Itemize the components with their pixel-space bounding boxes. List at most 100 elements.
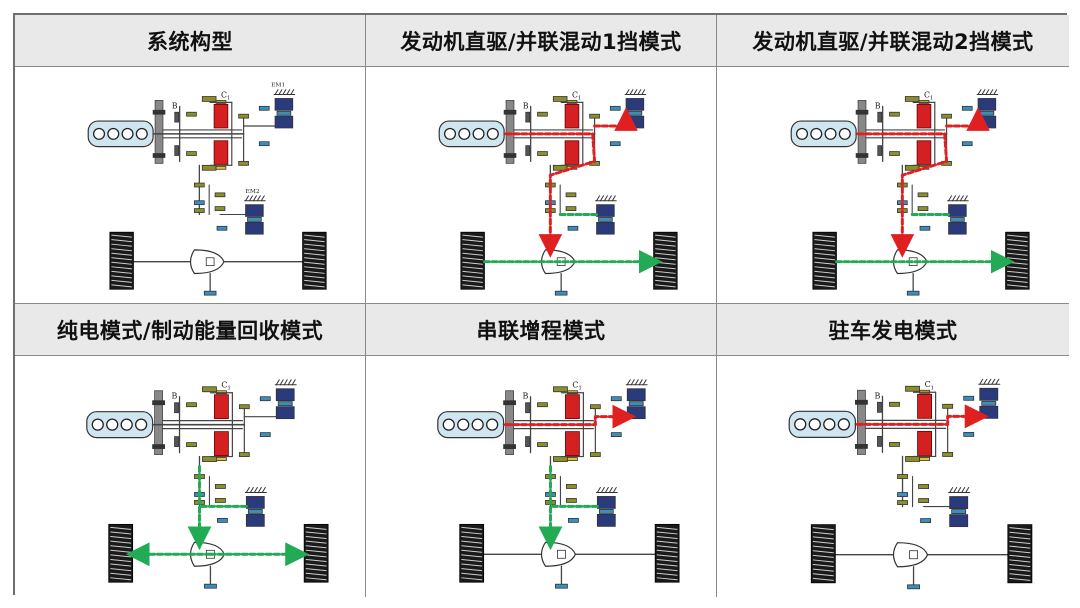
gear-olive xyxy=(238,452,250,457)
gear-olive xyxy=(904,96,920,102)
tire-tread xyxy=(304,243,325,247)
tire-tread xyxy=(111,239,132,243)
ground-hatch xyxy=(629,89,634,96)
clutch-c1-upper xyxy=(916,103,932,129)
ground-hatch xyxy=(630,379,635,386)
gear-blue xyxy=(259,396,271,402)
engine-cylinder xyxy=(92,127,106,140)
tire-tread xyxy=(656,558,678,562)
motor-stator xyxy=(977,115,997,129)
clutch-c1-lower xyxy=(564,140,580,165)
gear-blue xyxy=(920,518,932,524)
damper-spring xyxy=(503,153,517,158)
motor-em2 xyxy=(244,486,267,527)
tire-tread xyxy=(462,252,483,256)
gear-olive xyxy=(201,96,217,102)
ground-hatch xyxy=(634,379,639,386)
gear-olive xyxy=(214,192,226,198)
tire-tread xyxy=(111,243,132,247)
ground-hatch xyxy=(245,195,249,202)
clutch-c1-label: C xyxy=(924,90,930,99)
tire-tread xyxy=(110,572,132,576)
ground-hatch xyxy=(274,89,279,96)
park-gear xyxy=(203,290,217,296)
tire-tread xyxy=(656,554,678,558)
engine-cylinder xyxy=(486,127,499,140)
tire-tread xyxy=(814,279,835,283)
ground-hatch xyxy=(633,89,638,96)
gear-olive xyxy=(186,151,197,156)
engine-cylinder xyxy=(824,127,837,140)
ground-hatch xyxy=(604,486,609,493)
tire-tread xyxy=(655,243,676,247)
ground-hatch xyxy=(596,195,600,202)
motor-em2 xyxy=(947,195,969,235)
clutch-c1-upper xyxy=(917,393,933,419)
tire-tread xyxy=(304,248,325,252)
tire-tread xyxy=(304,266,325,270)
left-tire xyxy=(459,523,485,583)
left-tire xyxy=(810,524,836,584)
gear-olive xyxy=(202,386,217,393)
tire-tread xyxy=(655,275,676,279)
gear-blue xyxy=(217,517,228,523)
tire-tread xyxy=(304,270,325,274)
right-tire xyxy=(654,523,680,583)
gear-olive xyxy=(238,161,249,166)
brake-b-pad xyxy=(174,111,180,123)
engine-cylinder xyxy=(106,418,119,431)
clutch-c1-upper xyxy=(565,394,580,420)
em2-label: EM2 xyxy=(246,189,260,195)
gear-olive xyxy=(918,498,930,503)
gear-olive xyxy=(566,484,577,489)
tire-tread xyxy=(655,284,676,288)
right-tire xyxy=(1005,231,1030,290)
ground-hatch xyxy=(949,487,954,494)
brake-b-label: B xyxy=(172,392,178,401)
motor-stator xyxy=(977,98,997,111)
tire-tread xyxy=(462,279,483,283)
ground-hatch xyxy=(638,379,643,386)
motor-stator xyxy=(245,221,264,235)
tire-tread xyxy=(305,554,327,558)
engine-cylinder xyxy=(838,127,851,140)
gear-olive xyxy=(917,192,929,198)
gear-olive xyxy=(889,442,900,447)
tire-tread xyxy=(461,568,483,572)
ground-hatch xyxy=(642,379,647,386)
gear-olive xyxy=(566,498,577,503)
gear-olive xyxy=(194,208,205,213)
damper-spring xyxy=(152,444,165,449)
motor-rotor xyxy=(277,401,293,407)
ground-hatch xyxy=(260,195,265,202)
mech-flow-generator xyxy=(504,404,637,429)
clutch-c1-cap xyxy=(919,457,931,461)
mech-flow-drive xyxy=(890,132,949,258)
tire-tread xyxy=(111,234,132,238)
gear-olive xyxy=(215,484,226,489)
clutch-c1-subscript: 1 xyxy=(227,95,230,101)
flywheel xyxy=(154,100,164,164)
tire-tread xyxy=(655,234,676,238)
gear-blue xyxy=(258,141,270,147)
diff-gear xyxy=(205,257,215,267)
clutch-c1-label: C xyxy=(572,90,578,99)
ground-hatch xyxy=(977,89,982,96)
gear-olive xyxy=(905,385,920,392)
clutch-c1-upper xyxy=(564,103,580,129)
clutch-c1-subscript: 1 xyxy=(930,95,933,101)
left-tire xyxy=(108,523,134,583)
tire-tread xyxy=(655,279,676,283)
tire-tread xyxy=(814,234,835,238)
engine-cylinder xyxy=(107,127,120,140)
gear-olive xyxy=(215,498,226,503)
ground-hatch xyxy=(983,378,988,385)
tire-tread xyxy=(1009,559,1031,563)
gear-olive xyxy=(565,192,577,198)
engine-cylinder xyxy=(808,418,821,431)
tire-tread xyxy=(305,563,327,567)
tire-tread xyxy=(461,536,483,540)
clutch-c1-label: C xyxy=(221,381,227,390)
